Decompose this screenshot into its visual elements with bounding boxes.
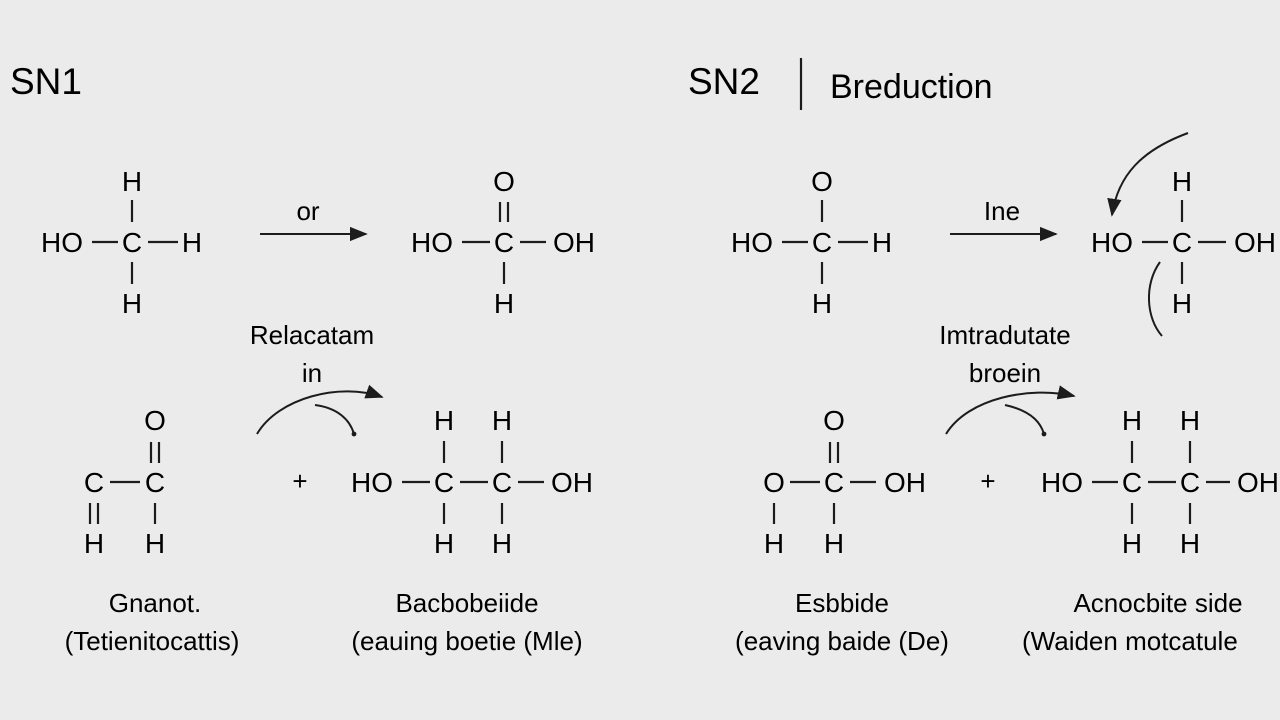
sn2-curved-arrow — [945, 385, 1076, 435]
atom-c: C — [812, 227, 832, 258]
sn2-caption-right-line2: (Waiden motcatule — [1022, 626, 1238, 656]
atom-h: H — [1180, 528, 1200, 559]
subtitle: Breduction — [830, 68, 993, 106]
atom-c: C — [1172, 227, 1192, 258]
atom-c: C — [1180, 467, 1200, 498]
atom-ho: HO — [731, 227, 773, 258]
atom-h: H — [84, 528, 104, 559]
sn2-caption-left-line2: (eaving baide (De) — [735, 626, 949, 656]
atom-ho: HO — [351, 467, 393, 498]
atom-h: H — [145, 528, 165, 559]
atom-ho: HO — [411, 227, 453, 258]
sn2-inversion-arc — [1148, 261, 1163, 337]
atom-h: H — [1172, 288, 1192, 319]
atom-o: O — [811, 166, 833, 197]
atom-h: H — [764, 528, 784, 559]
atom-c: C — [492, 467, 512, 498]
atom-h: H — [492, 528, 512, 559]
atom-h: H — [1172, 166, 1192, 197]
sn1-fragment-molecule: O C C H H — [84, 405, 166, 559]
sn2-product-molecule: H HO C OH H — [1091, 166, 1276, 319]
sn2-caption-right-line1: Acnocbite side — [1073, 588, 1242, 618]
sn2-curve-label-line1: Imtradutate — [939, 320, 1071, 350]
sn1-title: SN1 — [10, 61, 82, 102]
atom-oh: OH — [884, 467, 926, 498]
atom-h: H — [182, 227, 202, 258]
sn1-diol-molecule: H H HO C C OH H H — [351, 405, 593, 559]
atom-h: H — [434, 528, 454, 559]
sn1-reactant-molecule: H HO C H H — [41, 166, 202, 319]
atom-ho: HO — [1041, 467, 1083, 498]
atom-h: H — [1180, 405, 1200, 436]
atom-h: H — [1122, 528, 1142, 559]
sn2-title: SN2 — [688, 61, 760, 102]
sn1-caption-left-line1: Gnanot. — [109, 588, 202, 618]
atom-o: O — [493, 166, 515, 197]
sn2-plus-sign: + — [980, 466, 995, 496]
sn1-arrow-label: or — [296, 196, 319, 226]
atom-oh: OH — [1237, 467, 1279, 498]
atom-h: H — [812, 288, 832, 319]
atom-h: H — [492, 405, 512, 436]
sn1-curved-arrow — [256, 384, 384, 435]
atom-h: H — [1122, 405, 1142, 436]
sn2-arrow-label: Ine — [984, 196, 1020, 226]
atom-h: H — [494, 288, 514, 319]
atom-c: C — [824, 467, 844, 498]
atom-oh: OH — [553, 227, 595, 258]
sn2-acid-molecule: O O C OH H H — [763, 405, 926, 559]
atom-ho: HO — [41, 227, 83, 258]
sn2-attack-arrow — [1107, 132, 1189, 217]
sn1-caption-right-line2: (eauing boetie (Mle) — [351, 626, 582, 656]
atom-h: H — [824, 528, 844, 559]
sn2-diol-molecule: H H HO C C OH H H — [1041, 405, 1279, 559]
atom-c: C — [494, 227, 514, 258]
atom-o: O — [144, 405, 166, 436]
atom-h: H — [434, 405, 454, 436]
atom-h: H — [122, 166, 142, 197]
atom-ho: HO — [1091, 227, 1133, 258]
atom-h: H — [122, 288, 142, 319]
sn2-curve-label-line2: broein — [969, 358, 1041, 388]
atom-o: O — [763, 467, 785, 498]
sn2-curved-arrow-tail — [1004, 404, 1045, 435]
atom-c: C — [1122, 467, 1142, 498]
atom-oh: OH — [1234, 227, 1276, 258]
sn1-arrow-dot — [351, 431, 357, 437]
sn2-reactant-molecule: O HO C H H — [731, 166, 892, 319]
sn1-plus-sign: + — [292, 466, 307, 496]
atom-oh: OH — [551, 467, 593, 498]
sn1-curve-label-line1: Relacatam — [250, 320, 374, 350]
atom-c: C — [84, 467, 104, 498]
sn1-product-molecule: O HO C OH H — [411, 166, 595, 319]
sn2-caption-left-line1: Esbbide — [795, 588, 889, 618]
sn1-curved-arrow-tail — [314, 404, 355, 435]
sn1-caption-left-line2: (Tetienitocattis) — [65, 626, 240, 656]
atom-h: H — [872, 227, 892, 258]
sn2-arrow-dot — [1041, 431, 1047, 437]
atom-c: C — [122, 227, 142, 258]
atom-o: O — [823, 405, 845, 436]
sn1-caption-right-line1: Bacbobeiide — [395, 588, 538, 618]
atom-c: C — [145, 467, 165, 498]
sn1-curve-label-line2: in — [302, 358, 322, 388]
atom-c: C — [434, 467, 454, 498]
